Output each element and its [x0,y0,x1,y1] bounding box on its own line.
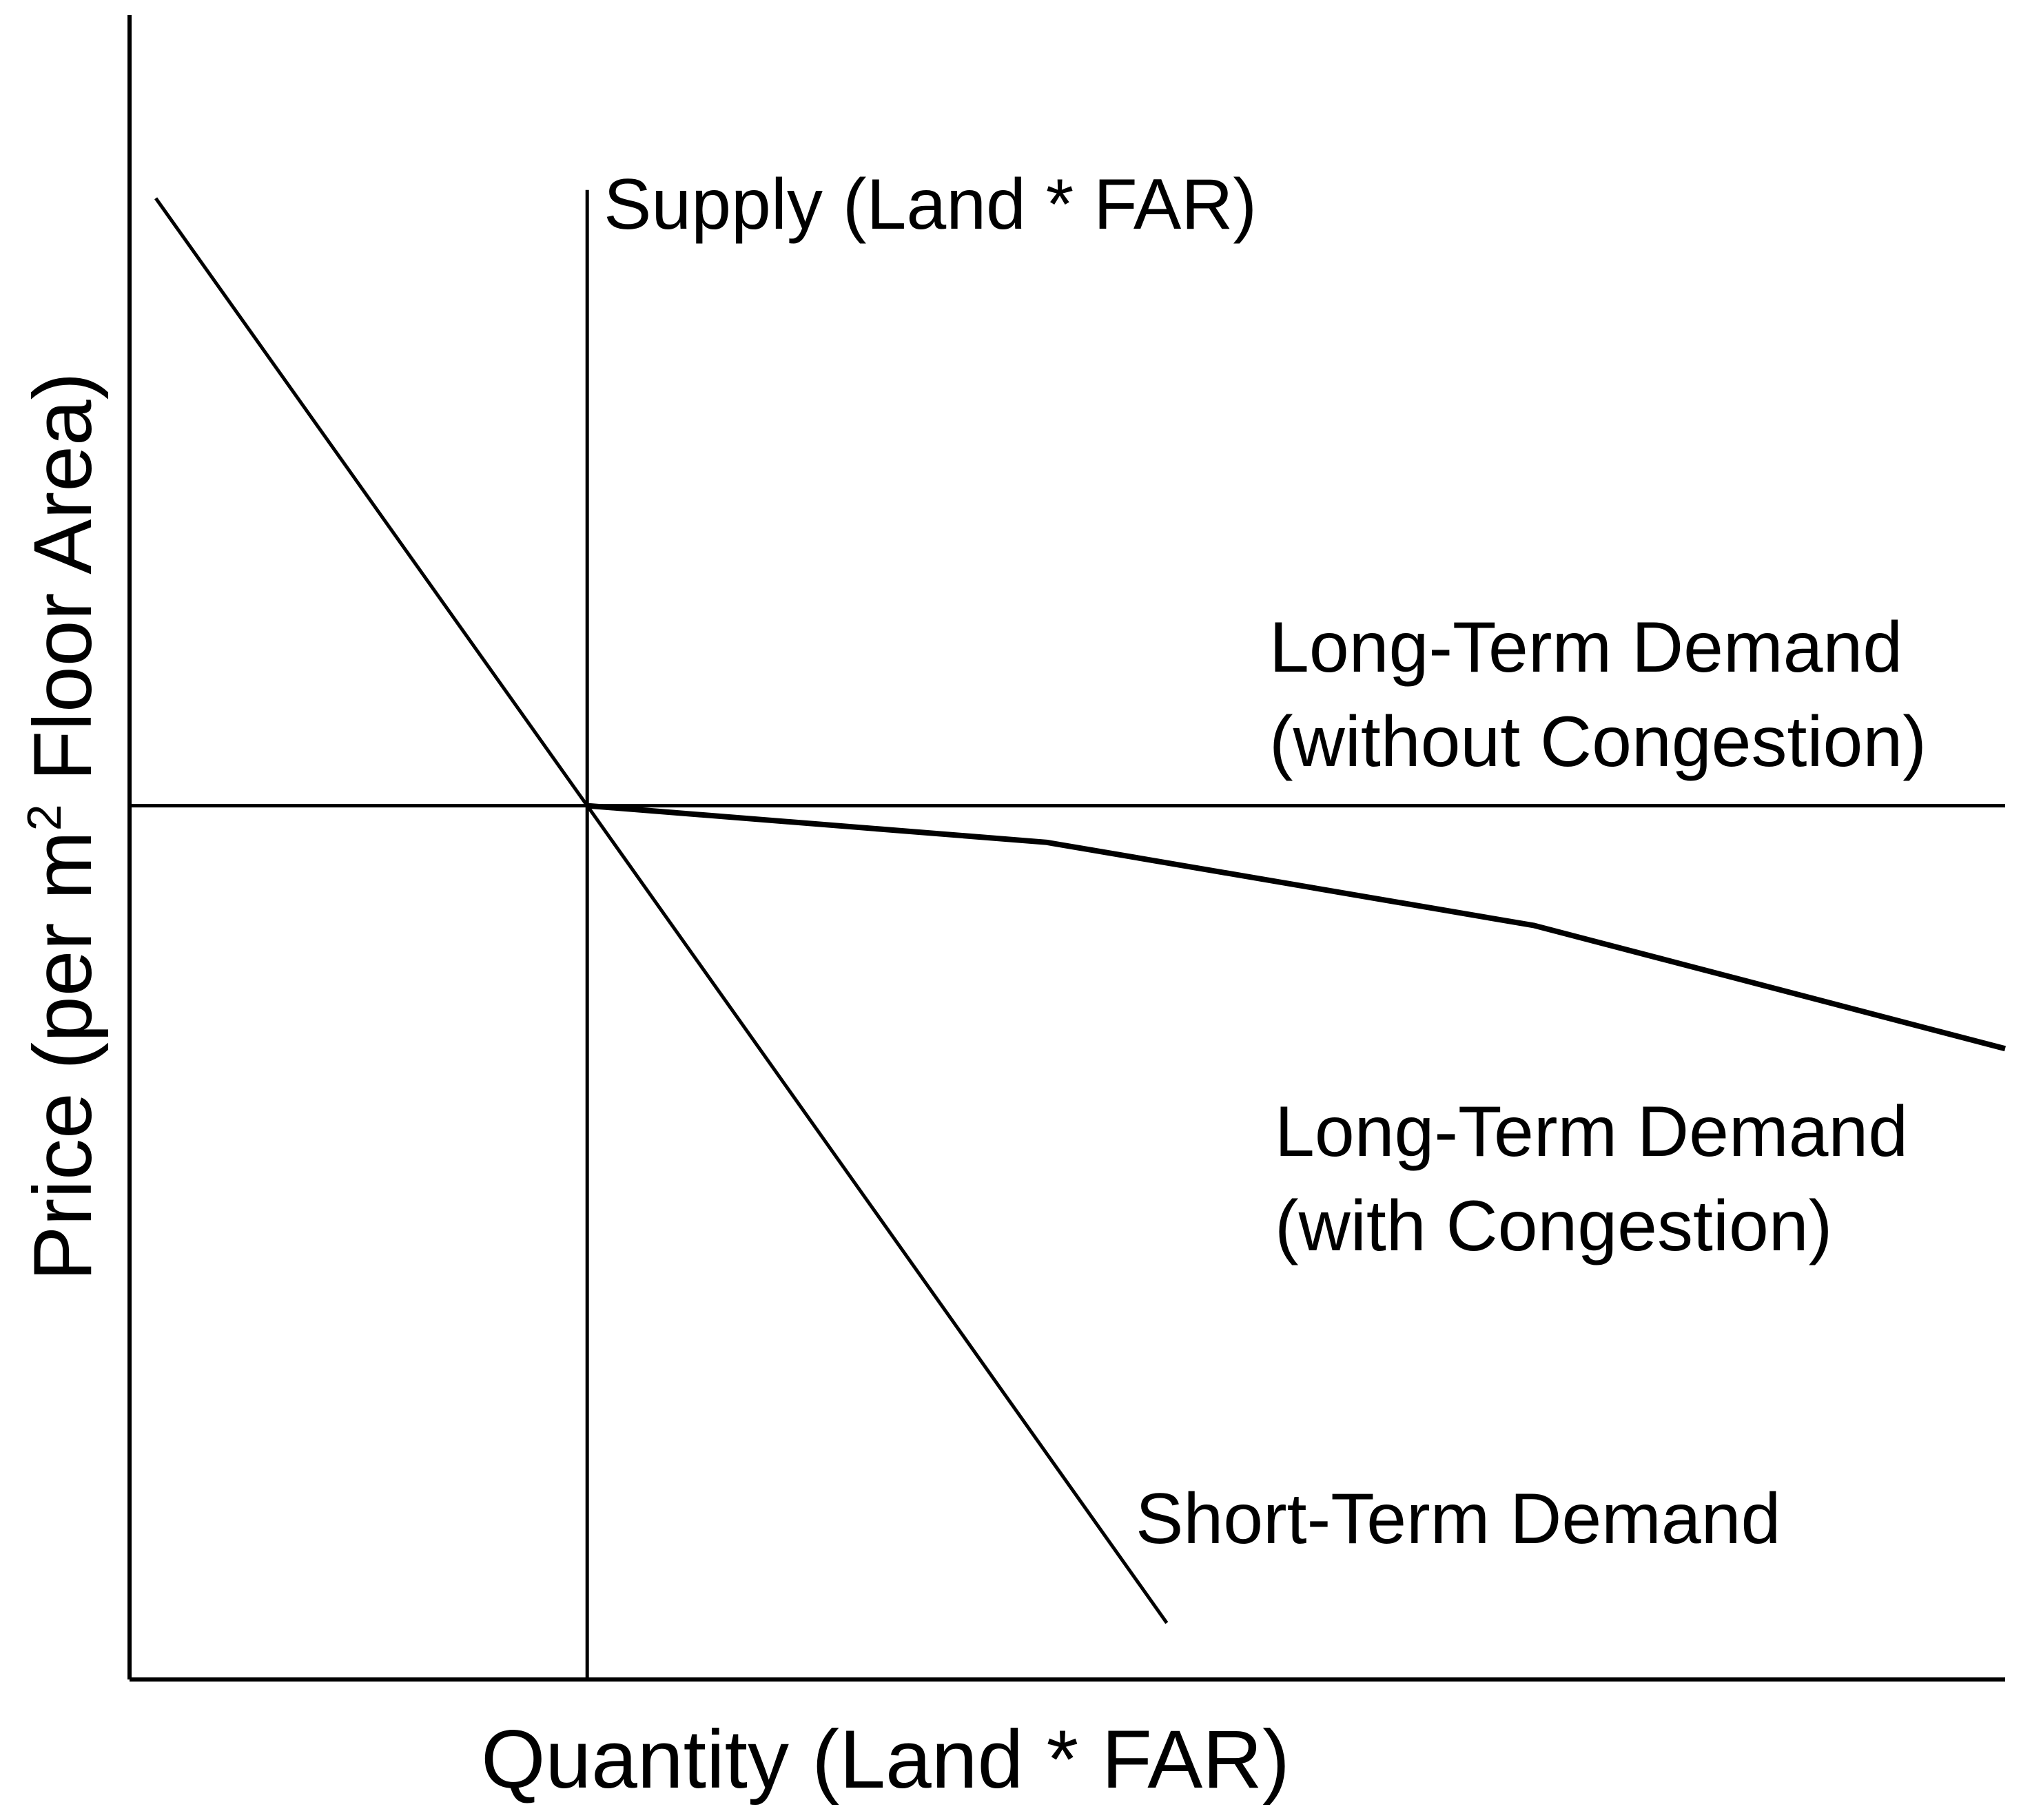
short-term-demand-line [154,197,1169,1624]
y-axis-title-superscript: 2 [17,804,71,831]
supply-label: Supply (Land * FAR) [604,165,1257,245]
long-term-demand-with-congestion-label-line2: (with Congestion) [1275,1186,1832,1266]
y-axis-title: Price (per m2 Floor Area) [17,372,109,1281]
x-axis-title: Quantity (Land * FAR) [481,1713,1290,1806]
long-term-demand-without-congestion-label-line2: (without Congestion) [1269,702,1927,782]
short-term-demand-label: Short-Term Demand [1136,1479,1781,1559]
long-term-demand-with-congestion-line [586,803,2007,1052]
y-axis-title-main: Price (per m [17,831,109,1281]
long-term-demand-without-congestion-label-line1: Long-Term Demand [1269,608,1902,687]
long-term-demand-with-congestion-label-line1: Long-Term Demand [1275,1092,1908,1172]
y-axis-title-rest: Floor Area) [17,372,109,804]
